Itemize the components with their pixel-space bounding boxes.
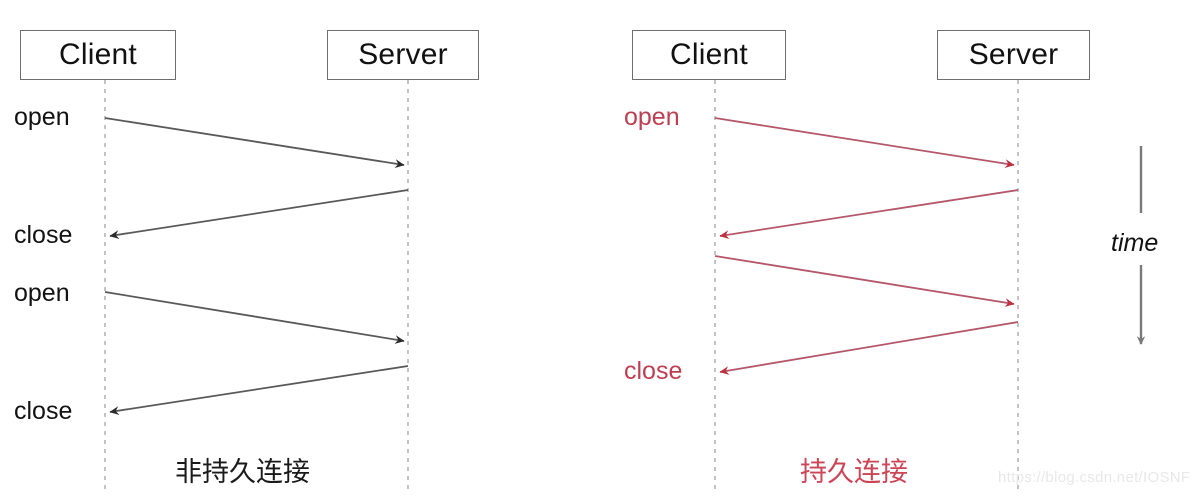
- messages-persistent: [714, 117, 1019, 375]
- message-response-1: [109, 189, 409, 239]
- event-label-open-1: open: [14, 103, 70, 131]
- event-label-open: open: [624, 103, 680, 131]
- time-axis-label: time: [1111, 229, 1159, 257]
- lifelines: [104, 80, 1019, 490]
- message-response-2: [719, 321, 1019, 375]
- message-request-2: [104, 291, 405, 344]
- event-label-close-2: close: [14, 397, 73, 425]
- message-request-2: [714, 255, 1015, 307]
- participant-label: Client: [670, 38, 748, 71]
- messages-non-persistent: [104, 117, 409, 415]
- message-response-1: [719, 189, 1019, 239]
- caption-persistent: 持久连接: [800, 457, 908, 488]
- participant-box-left-server[interactable]: Server: [327, 30, 479, 80]
- event-label-close: close: [624, 357, 683, 385]
- event-label-close-1: close: [14, 221, 73, 249]
- participant-box-right-client[interactable]: Client: [632, 30, 786, 80]
- event-label-open-2: open: [14, 279, 70, 307]
- message-request-1: [714, 117, 1015, 168]
- participant-box-right-server[interactable]: Server: [937, 30, 1090, 80]
- caption-non-persistent: 非持久连接: [175, 457, 310, 488]
- participant-label: Client: [59, 38, 137, 71]
- message-request-1: [104, 117, 405, 168]
- message-response-2: [109, 365, 409, 415]
- participant-label: Server: [968, 38, 1059, 71]
- participant-box-left-client[interactable]: Client: [20, 30, 176, 80]
- watermark-text: https://blog.csdn.net/IOSNF: [998, 469, 1191, 486]
- participant-label: Server: [358, 38, 448, 71]
